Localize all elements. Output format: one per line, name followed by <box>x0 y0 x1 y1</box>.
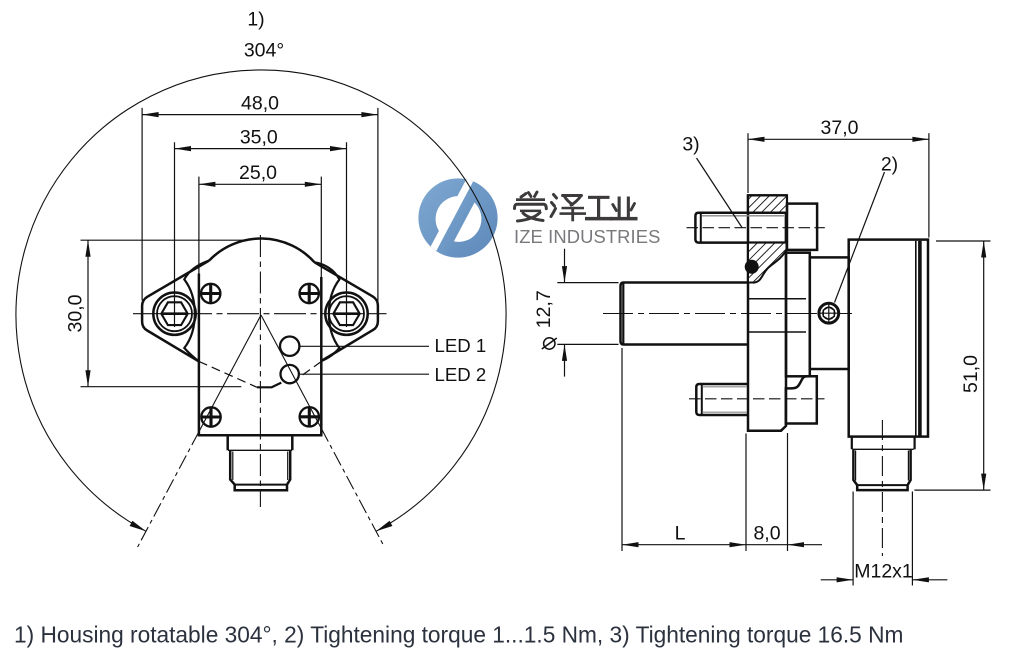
svg-text:IZE INDUSTRIES: IZE INDUSTRIES <box>514 226 661 247</box>
svg-text:48,0: 48,0 <box>241 92 279 114</box>
svg-text:304°: 304° <box>244 40 284 62</box>
svg-text:51,0: 51,0 <box>960 355 982 393</box>
svg-text:M12x1: M12x1 <box>854 560 913 582</box>
svg-text:30,0: 30,0 <box>65 294 87 332</box>
svg-text:2): 2) <box>881 154 898 176</box>
svg-text:8,0: 8,0 <box>753 523 780 545</box>
svg-text:25,0: 25,0 <box>239 162 277 184</box>
svg-text:1) Housing rotatable 304°, 2): 1) Housing rotatable 304°, 2) Tightening… <box>14 622 903 648</box>
svg-text:12,7: 12,7 <box>533 290 555 328</box>
svg-text:37,0: 37,0 <box>821 117 859 139</box>
svg-text:L: L <box>675 523 686 545</box>
svg-text:LED 2: LED 2 <box>435 364 487 385</box>
svg-text:3): 3) <box>682 134 699 156</box>
svg-text:35,0: 35,0 <box>240 126 278 148</box>
svg-text:1): 1) <box>247 9 264 31</box>
svg-text:LED 1: LED 1 <box>435 335 487 356</box>
